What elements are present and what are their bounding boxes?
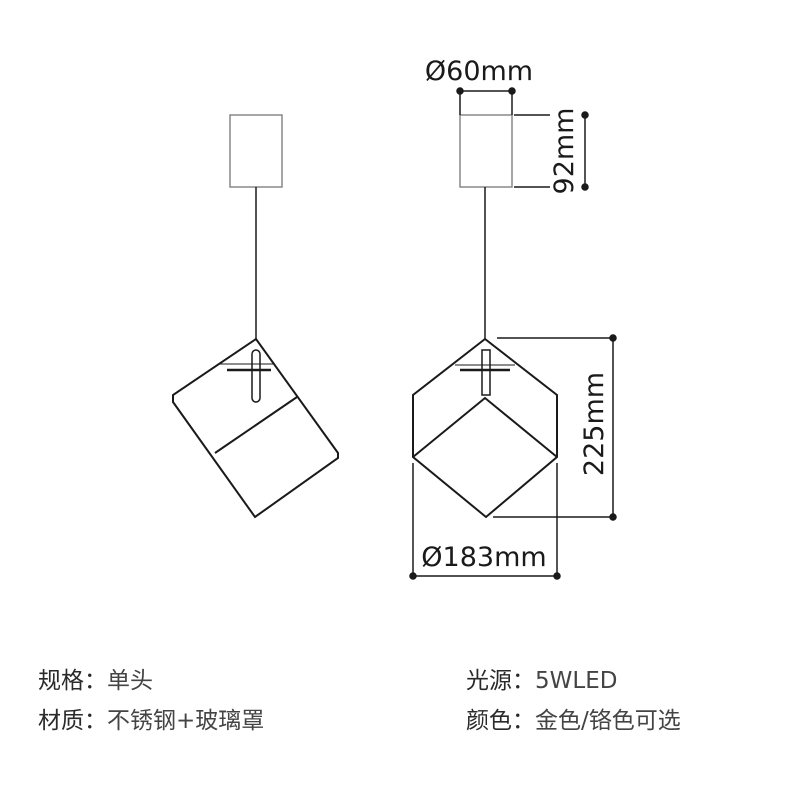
right-shade <box>412 337 558 519</box>
spec-value: 金色/铬色可选 <box>535 708 681 734</box>
right-canopy <box>459 114 513 188</box>
spec-value: 单头 <box>107 668 153 694</box>
shade-diameter-label: Ø183mm <box>421 542 546 573</box>
left-canopy <box>229 114 283 188</box>
right-shade-edge <box>412 396 558 458</box>
spec-color: 颜色：金色/铬色可选 <box>466 701 681 735</box>
spec-light-source: 光源：5WLED <box>466 661 617 695</box>
left-shade <box>172 337 339 519</box>
side-view-lamp <box>172 114 339 519</box>
shade-height-label: 225mm <box>579 372 610 476</box>
spec-material: 材质：不锈钢+玻璃罩 <box>38 701 264 735</box>
spec-value: 不锈钢+玻璃罩 <box>107 708 265 734</box>
spec-type: 规格：单头 <box>38 661 153 695</box>
left-bulb <box>251 349 261 403</box>
left-shade-edge <box>214 396 298 454</box>
dimension-lines <box>409 87 617 580</box>
canopy-diameter-label: Ø60mm <box>425 56 533 87</box>
spec-label: 颜色： <box>466 708 535 734</box>
spec-label: 规格： <box>38 668 107 694</box>
right-bulb <box>481 349 491 396</box>
canopy-height-label: 92mm <box>549 108 580 195</box>
front-view-lamp <box>412 114 558 519</box>
spec-value: 5WLED <box>535 668 618 694</box>
spec-label: 光源： <box>466 668 535 694</box>
spec-label: 材质： <box>38 708 107 734</box>
